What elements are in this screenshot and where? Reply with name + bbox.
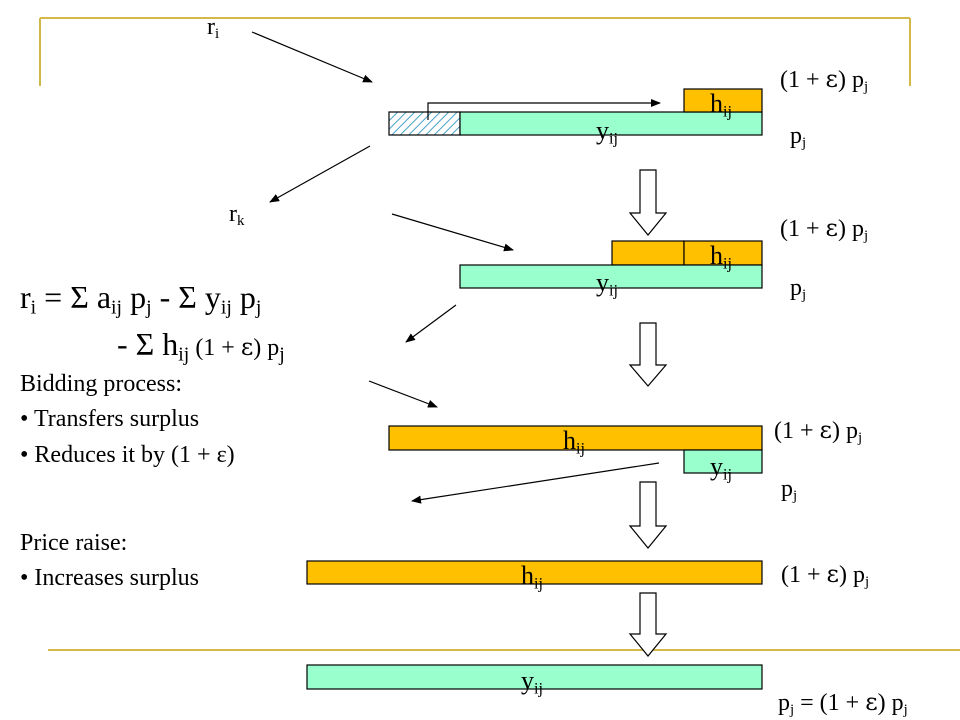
down-arrow-3 xyxy=(628,481,668,549)
price-item: • Increases surplus xyxy=(20,565,200,591)
stage3-y-label: yij xyxy=(710,452,732,484)
stage2-eps-price: (1 + ε) pj xyxy=(780,214,869,245)
stage3-h-label: hij xyxy=(563,426,585,458)
stage1-y-label: yij xyxy=(596,116,618,148)
stage4-eps-price: (1 + ε) pj xyxy=(781,560,870,591)
stage1-transfer-arrow xyxy=(427,99,661,120)
rk-label: rk xyxy=(229,201,245,230)
stage1-eps-price: (1 + ε) pj xyxy=(780,65,869,96)
stage1-hatched-bar xyxy=(388,111,461,136)
stage3-price: pj xyxy=(781,476,798,505)
price-title: Price raise: xyxy=(20,530,128,556)
stage1-h-label: hij xyxy=(710,89,732,121)
arrow-bar3-out xyxy=(411,462,660,504)
arrow-ri-to-bar xyxy=(251,31,373,83)
stage5-y-label: yij xyxy=(521,666,543,698)
stage2-h-bar-right xyxy=(683,240,763,266)
down-arrow-2 xyxy=(628,322,668,387)
formula-line-2: - Σ hij (1 + ε) pj xyxy=(117,326,285,366)
stage3-y-bar xyxy=(683,449,763,474)
stage3-h-bar xyxy=(388,425,763,451)
stage2-price: pj xyxy=(790,275,807,304)
stage4-h-label: hij xyxy=(521,561,543,593)
arrow-rk-to-bar xyxy=(391,213,514,252)
stage2-y-label: yij xyxy=(596,268,618,300)
ri-label: ri xyxy=(207,14,220,43)
bidding-item: • Reduces it by (1 + ε) xyxy=(20,442,235,468)
stage2-h-bar-left xyxy=(611,240,685,266)
bidding-title: Bidding process: xyxy=(20,371,182,397)
stage5-y-bar xyxy=(306,664,763,690)
formula-line-1: ri = Σ aij pj - Σ yij pj xyxy=(20,279,262,319)
arrow-bar2-out xyxy=(405,304,457,343)
stage1-h-bar xyxy=(683,88,763,113)
stage1-y-bar xyxy=(459,111,763,136)
stage2-y-bar xyxy=(459,264,763,289)
down-arrow-4 xyxy=(628,592,668,657)
down-arrow-1 xyxy=(628,169,668,236)
bidding-item: • Transfers surplus xyxy=(20,406,200,432)
stage1-price: pj xyxy=(790,123,807,152)
stage4-h-bar xyxy=(306,560,763,585)
stage2-h-label: hij xyxy=(710,241,732,273)
final-price-equation: pj = (1 + ε) pj xyxy=(778,688,908,719)
arrow-in-bar3 xyxy=(368,380,438,408)
arrow-bar-to-rk xyxy=(269,145,371,203)
stage3-eps-price: (1 + ε) pj xyxy=(774,416,863,447)
